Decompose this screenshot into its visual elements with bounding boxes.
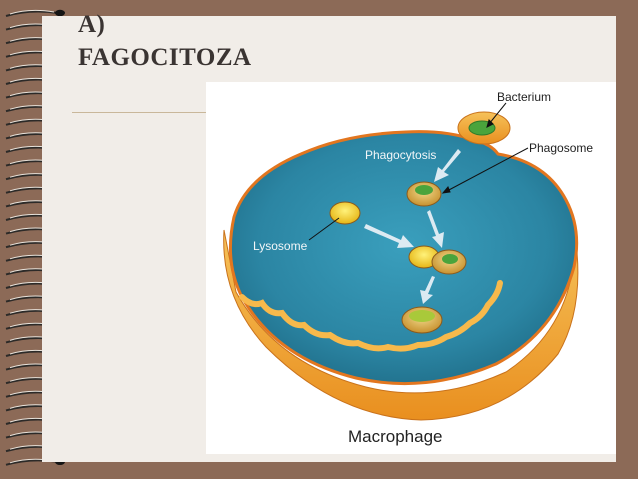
leader-phagosome-head (441, 186, 451, 194)
arrow-digestion (420, 276, 435, 304)
title-line-2: FAGOCITOZA (78, 44, 252, 71)
label-phagosome: Phagosome (529, 141, 594, 155)
label-phagocytosis: Phagocytosis (365, 148, 437, 162)
phagosome-bacterium (415, 185, 433, 195)
cytoplasm (228, 130, 579, 386)
leader-phagosome (446, 147, 529, 192)
leader-bacterium-head (486, 119, 494, 128)
fusing-bacterium (442, 254, 458, 264)
label-leaders (308, 102, 529, 241)
label-macrophage: Macrophage (348, 427, 443, 446)
slide-title: A) FAGOCITOZA (78, 8, 252, 74)
process-arrows (364, 149, 461, 304)
label-bacterium: Bacterium (497, 90, 552, 104)
title-line-1: A) (78, 11, 106, 38)
arrow-lysosome-fusion (364, 224, 414, 248)
title-underline (72, 112, 210, 113)
membrane-rim (239, 280, 503, 352)
leader-lysosome (308, 217, 340, 241)
digested-bacterium (409, 310, 435, 322)
label-lysosome: Lysosome (253, 239, 308, 253)
macrophage-diagram: Bacterium Phagocytosis Phagosome Lysosom… (206, 82, 616, 454)
arrow-phagosome-fusion (427, 210, 444, 248)
diagram-canvas (223, 102, 579, 421)
arrow-phagocytosis (434, 149, 461, 182)
membrane-wall (223, 229, 579, 421)
leader-bacterium (488, 102, 507, 125)
binding-ring (5, 9, 65, 17)
